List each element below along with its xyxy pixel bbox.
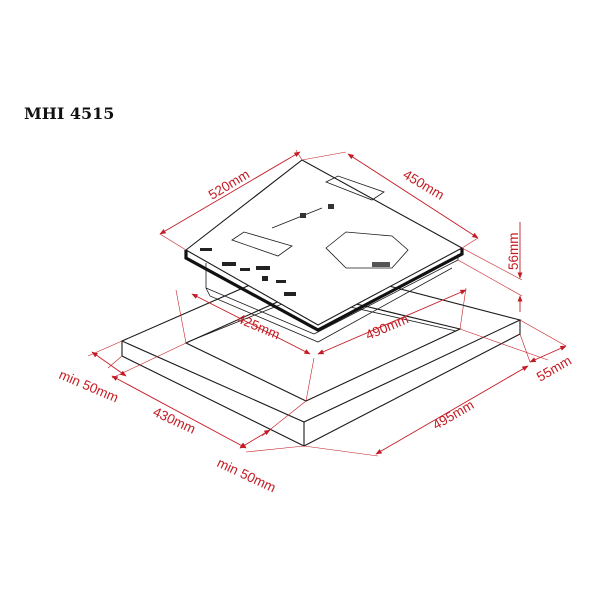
- dim-label-425: 425mm: [235, 311, 282, 342]
- dim-label-495: 495mm: [430, 397, 476, 432]
- model-title: MHI 4515: [24, 104, 115, 123]
- zone-marker-small-2: [328, 204, 334, 209]
- dim-countertop-width: 430mm: [107, 355, 305, 453]
- control-key: [284, 292, 296, 296]
- dim-label-min50-front: min 50mm: [57, 367, 121, 405]
- dim-hob-height: 56mm: [457, 222, 523, 312]
- control-key: [240, 268, 250, 271]
- dim-label-450: 450mm: [400, 167, 446, 203]
- zone-marker-small: [300, 213, 306, 218]
- cooking-zone-front-left: [231, 231, 293, 257]
- control-key: [256, 266, 270, 270]
- control-key: [222, 262, 236, 266]
- dim-label-min50-back: min 50mm: [215, 455, 278, 495]
- dim-back-clearance: min 50mm: [215, 400, 307, 495]
- dim-label-490: 490mm: [363, 311, 410, 342]
- control-key: [200, 248, 212, 251]
- dim-countertop-depth: 495mm: [303, 333, 531, 457]
- control-key: [262, 276, 268, 281]
- dim-front-clearance: min 50mm: [57, 340, 187, 405]
- zone-label-marking: [372, 262, 390, 267]
- dim-label-56: 56mm: [506, 232, 521, 270]
- control-key: [276, 280, 286, 283]
- dim-countertop-edge: 55mm: [459, 319, 574, 385]
- cooking-zone-hexagon: [325, 231, 409, 269]
